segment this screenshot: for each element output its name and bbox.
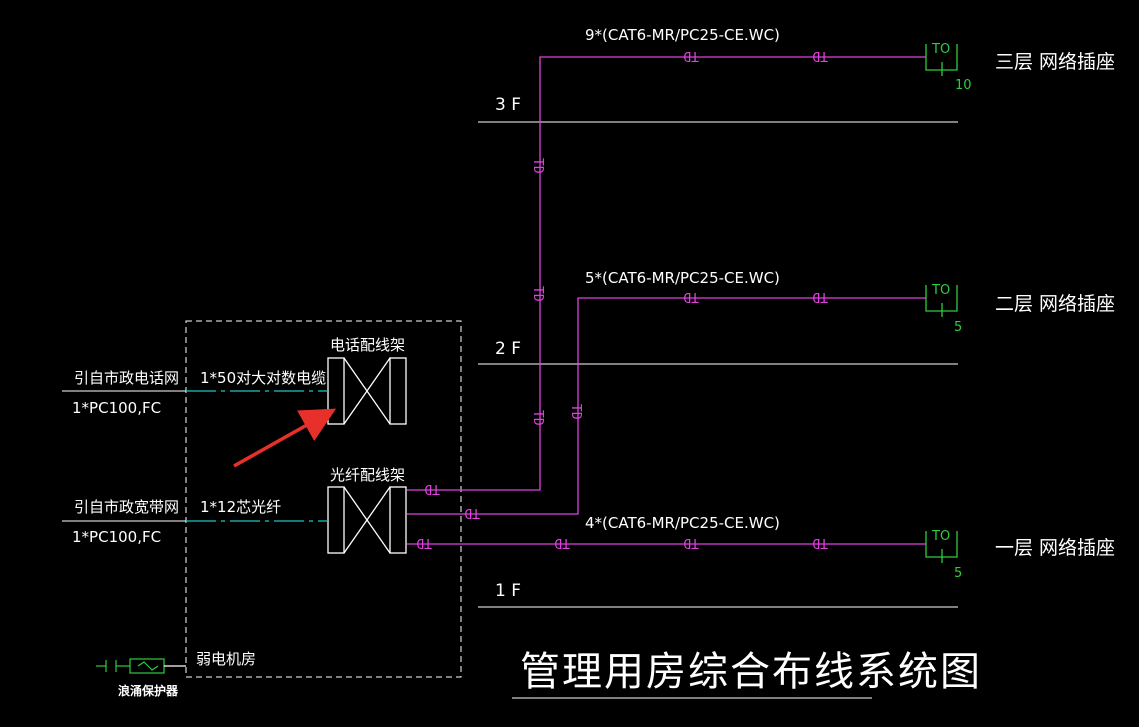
- cable-spec-2f: 5*(CAT6-MR/PC25-CE.WC): [585, 269, 780, 287]
- cable-spec-3f: 9*(CAT6-MR/PC25-CE.WC): [585, 26, 780, 44]
- diagram-title: 管理用房综合布线系统图: [520, 649, 982, 695]
- fiber-patch-frame: [327, 486, 407, 554]
- outlet-count-3f: 10: [955, 78, 972, 93]
- td-symbol: TD: [683, 535, 699, 550]
- td-symbol: TD: [424, 481, 440, 496]
- outlet-count-1f: 5: [954, 566, 962, 581]
- equipment-room-label: 弱电机房: [196, 650, 256, 668]
- floor-label-2f: 2 F: [495, 339, 521, 359]
- floor-label-1f: 1 F: [495, 581, 521, 601]
- outlet-name-3f: 三层 网络插座: [995, 51, 1115, 73]
- annotation-arrow: [233, 408, 337, 468]
- td-symbol: TD: [530, 410, 545, 426]
- outlet-to-label: TO: [931, 283, 950, 298]
- td-symbol: TD: [554, 535, 570, 550]
- td-symbol: TD: [530, 286, 545, 302]
- outlet-count-2f: 5: [954, 320, 962, 335]
- surge-protector-label: 浪涌保护器: [118, 683, 179, 698]
- td-symbol: TD: [568, 404, 583, 420]
- tel-pipe-label: 1*PC100,FC: [72, 399, 161, 417]
- tel-source-label: 引自市政电话网: [74, 369, 179, 387]
- equipment-room-box: [185, 320, 462, 678]
- tel-cable-label: 1*50对大对数电缆: [200, 369, 326, 387]
- td-symbol: TD: [812, 48, 828, 63]
- outlet-3f: TO 10: [925, 42, 972, 93]
- td-symbol: TD: [530, 158, 545, 174]
- outlet-2f: TO 5: [925, 283, 962, 335]
- td-symbol: TD: [683, 48, 699, 63]
- td-symbol: TD: [683, 289, 699, 304]
- cable-runs: [407, 56, 926, 545]
- floor-label-3f: 3 F: [495, 95, 521, 115]
- surge-protector: [96, 658, 186, 674]
- telephone-patch-frame: [327, 357, 407, 425]
- outlet-1f: TO 5: [925, 529, 962, 581]
- td-horizontal-symbols: TD TD TD TD TD TD TD TD TD TD: [416, 48, 828, 550]
- td-symbol: TD: [812, 289, 828, 304]
- outlet-to-label: TO: [931, 42, 950, 57]
- outlet-name-1f: 一层 网络插座: [995, 537, 1115, 559]
- broadband-cable-label: 1*12芯光纤: [200, 498, 281, 516]
- td-symbol: TD: [416, 535, 432, 550]
- cable-spec-1f: 4*(CAT6-MR/PC25-CE.WC): [585, 514, 780, 532]
- outlet-name-2f: 二层 网络插座: [995, 293, 1115, 315]
- telephone-frame-label: 电话配线架: [330, 336, 405, 354]
- broadband-source-label: 引自市政宽带网: [74, 498, 179, 516]
- td-symbol: TD: [812, 535, 828, 550]
- td-symbol: TD: [464, 505, 480, 520]
- fiber-frame-label: 光纤配线架: [330, 466, 405, 484]
- outlet-to-label: TO: [931, 529, 950, 544]
- broadband-pipe-label: 1*PC100,FC: [72, 528, 161, 546]
